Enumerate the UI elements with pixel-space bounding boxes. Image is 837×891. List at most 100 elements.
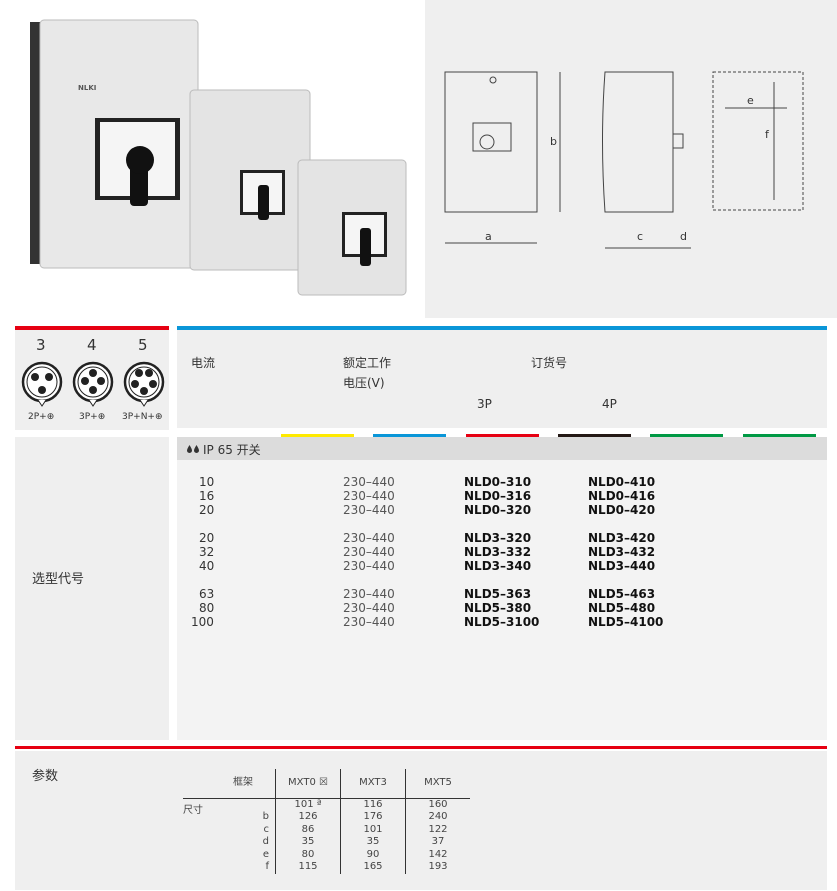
params-title: 参数 — [32, 769, 59, 784]
header-3p: 3P — [477, 397, 492, 411]
voltage-value: 230–440 — [343, 559, 395, 573]
voltage-value: 230–440 — [343, 503, 395, 517]
dimension-diagram: a b c d e f — [425, 0, 837, 318]
dim-value: 35 — [275, 836, 341, 849]
size-label: 尺寸 — [183, 804, 203, 816]
blue-accent-bar — [177, 326, 827, 330]
order-4p: NLD5–4100 — [588, 615, 664, 629]
connector-number: 5 — [138, 336, 148, 354]
dim-key: b — [183, 811, 276, 824]
dim-letter: d — [262, 836, 269, 847]
table-header: 电流 额定工作 电压(V) 订货号 3P 4P — [177, 330, 827, 428]
current-value: 80 — [199, 601, 215, 615]
params-accent-bar — [15, 746, 827, 749]
dim-value: 116 — [340, 798, 406, 811]
frame-label: 框架 — [233, 777, 253, 788]
order-4p: NLD0–420 — [588, 503, 656, 517]
dim-value: 86 — [275, 823, 341, 836]
order-4p: NLD3–420 — [588, 531, 656, 545]
color-bar — [557, 434, 631, 437]
color-bar — [742, 434, 816, 437]
current-value: 20 — [199, 503, 215, 517]
current-value: 10 — [199, 475, 215, 489]
frame-col: MXT5 — [405, 769, 470, 798]
dim-value: 101 ª — [275, 798, 341, 811]
svg-text:c: c — [637, 230, 643, 243]
order-4p: NLD3–432 — [588, 545, 656, 559]
connector-number: 4 — [87, 336, 97, 354]
connector-panel: 3 2P+⊕ 4 3P+⊕ 5 3P+N+⊕ — [15, 330, 169, 430]
order-3p: NLD5–380 — [464, 601, 532, 615]
dim-value: 142 — [405, 848, 470, 861]
socket-icon — [72, 361, 114, 407]
frame-col: MXT3 — [340, 769, 406, 798]
connector-number: 3 — [36, 336, 46, 354]
order-3p: NLD3–320 — [464, 531, 532, 545]
order-4p: NLD0–410 — [588, 475, 656, 489]
order-4p: NLD5–463 — [588, 587, 656, 601]
connector-5: 5 3P+N+⊕ — [122, 336, 168, 428]
dim-letter: b — [262, 811, 269, 822]
svg-text:d: d — [680, 230, 687, 243]
order-3p: NLD5–363 — [464, 587, 532, 601]
svg-text:a: a — [485, 230, 492, 243]
voltage-value: 230–440 — [343, 531, 395, 545]
connector-label: 3P+N+⊕ — [122, 412, 163, 422]
dim-letter: e — [262, 848, 269, 860]
dim-value: 90 — [340, 848, 406, 861]
header-voltage: 额定工作 — [343, 356, 392, 370]
order-3p: NLD0–316 — [464, 489, 532, 503]
order-4p: NLD5–480 — [588, 601, 656, 615]
dim-letter: c — [263, 823, 270, 835]
svg-text:e: e — [747, 94, 754, 107]
connector-label: 3P+⊕ — [79, 412, 106, 422]
dim-value: 126 — [275, 811, 341, 824]
dim-value: 101 — [340, 823, 406, 836]
brand-logo: NLKI — [78, 84, 96, 92]
voltage-value: 230–440 — [343, 615, 395, 629]
svg-text:b: b — [550, 135, 557, 148]
dim-value: 122 — [405, 823, 470, 836]
order-3p: NLD3–340 — [464, 559, 532, 573]
water-drops-icon — [187, 445, 199, 453]
color-bar — [281, 434, 354, 437]
dim-key: f — [183, 861, 276, 874]
color-bar — [373, 434, 447, 437]
current-value: 20 — [199, 531, 215, 545]
order-3p: NLD0–310 — [464, 475, 532, 489]
header-4p: 4P — [602, 397, 617, 411]
order-3p: NLD5–3100 — [464, 615, 540, 629]
header-current: 电流 — [191, 356, 216, 370]
voltage-value: 230–440 — [343, 489, 395, 503]
voltage-value: 230–440 — [343, 545, 395, 559]
connector-4: 4 3P+⊕ — [71, 336, 117, 428]
dim-value: 115 — [275, 861, 341, 874]
dim-value: 160 — [405, 798, 470, 811]
current-value: 40 — [199, 559, 215, 573]
order-4p: NLD0–416 — [588, 489, 656, 503]
dim-value: 35 — [340, 836, 406, 849]
red-accent-bar — [15, 326, 169, 330]
side-panel: 选型代号 — [15, 437, 169, 740]
dim-value: 240 — [405, 811, 470, 824]
color-bar — [465, 434, 539, 437]
header-voltage-unit: 电压(V) — [343, 376, 385, 390]
dim-value: 193 — [405, 861, 470, 874]
voltage-value: 230–440 — [343, 587, 395, 601]
frame-col: MXT0 ☒ — [275, 769, 341, 798]
socket-icon — [123, 361, 165, 407]
connector-3: 3 2P+⊕ — [20, 336, 66, 428]
section-header: IP 65 开关 — [177, 437, 827, 460]
order-3p: NLD3–332 — [464, 545, 532, 559]
connector-label: 2P+⊕ — [28, 412, 55, 422]
socket-icon — [21, 361, 63, 407]
dim-letter: f — [265, 861, 269, 872]
color-bar — [650, 434, 724, 437]
dim-value: 176 — [340, 811, 406, 824]
dim-key: e — [183, 849, 276, 862]
header-order: 订货号 — [531, 356, 568, 370]
data-panel — [177, 437, 827, 740]
current-value: 32 — [199, 545, 215, 559]
side-label: 选型代号 — [32, 572, 85, 587]
dim-value: 165 — [340, 861, 406, 874]
